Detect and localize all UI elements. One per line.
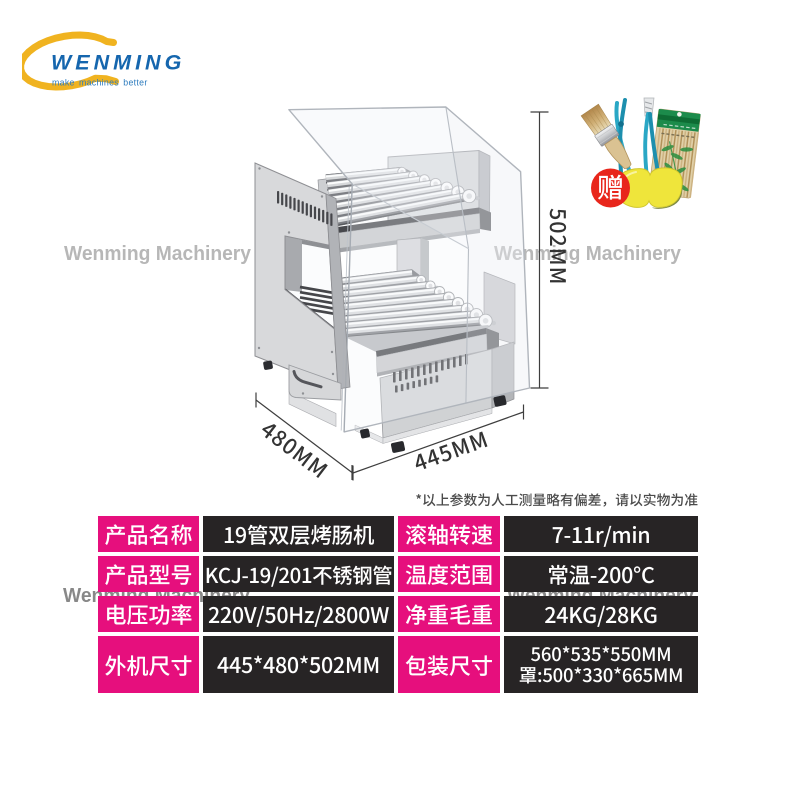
machine-foot bbox=[390, 441, 406, 453]
logo-swoosh bbox=[22, 31, 119, 91]
gift-badge: 赠 bbox=[591, 167, 630, 208]
spec-label: 滚轴转速 bbox=[398, 516, 500, 552]
watermark: Wenming Machinery bbox=[494, 242, 682, 265]
spec-label: 产品名称 bbox=[98, 516, 199, 552]
watermark: Wenming Machinery bbox=[64, 242, 252, 265]
dim-height-label: 502MM bbox=[543, 208, 574, 285]
spec-value: KCJ-19/201不锈钢管 bbox=[203, 556, 394, 592]
spec-label: 净重毛重 bbox=[398, 596, 500, 632]
paint-brush bbox=[580, 103, 632, 170]
spec-label: 产品型号 bbox=[98, 556, 199, 592]
acrylic-cover bbox=[288, 106, 531, 433]
brand-logo: WENMING make machines better bbox=[22, 31, 185, 91]
spec-value: 19管双层烤肠机 bbox=[203, 516, 394, 552]
spec-value-line: 罩:500*330*665MM bbox=[518, 661, 684, 688]
spec-value: 24KG/28KG bbox=[504, 596, 698, 632]
machine-illustration bbox=[317, 150, 516, 453]
disclaimer-note: *以上参数为人工测量略有偏差，请以实物为准 bbox=[415, 489, 698, 509]
spec-label: 包装尺寸 bbox=[398, 636, 500, 693]
handle-recess bbox=[292, 370, 323, 389]
dimension-annotations bbox=[255, 111, 549, 481]
cover-slant-face bbox=[288, 107, 469, 249]
spec-value: 220V/50Hz/2800W bbox=[203, 596, 394, 632]
cover-right-face bbox=[445, 107, 530, 404]
machine-foot bbox=[360, 428, 370, 439]
base-side bbox=[491, 341, 515, 409]
spec-value: 445*480*502MM bbox=[203, 636, 394, 693]
spec-value: 560*535*550MM 罩:500*330*665MM bbox=[504, 636, 698, 693]
sponge bbox=[616, 167, 683, 209]
cover-outline bbox=[288, 106, 531, 433]
step-plate bbox=[288, 364, 342, 401]
roller bbox=[332, 191, 471, 227]
spec-value: 7-11r/min bbox=[504, 516, 698, 552]
spec-label: 电压功率 bbox=[98, 596, 199, 632]
spec-value: 常温-200°C bbox=[504, 556, 698, 592]
gift-badge-label: 赠 bbox=[597, 167, 624, 206]
spec-label: 外机尺寸 bbox=[98, 636, 199, 693]
roller bbox=[344, 316, 487, 338]
machine-foot bbox=[493, 395, 507, 407]
spec-value-line: 560*535*550MM bbox=[530, 640, 672, 667]
logo-brand: WENMING bbox=[51, 51, 185, 75]
left-side-panel bbox=[254, 162, 351, 427]
cover-front-face bbox=[344, 184, 469, 432]
logo-tagline: make machines better bbox=[52, 78, 148, 88]
panel-vent-slats bbox=[277, 191, 333, 226]
spec-table: 产品名称 19管双层烤肠机 滚轴转速 7-11r/min 产品型号 KCJ-19… bbox=[98, 516, 698, 693]
spec-label: 温度范围 bbox=[398, 556, 500, 592]
